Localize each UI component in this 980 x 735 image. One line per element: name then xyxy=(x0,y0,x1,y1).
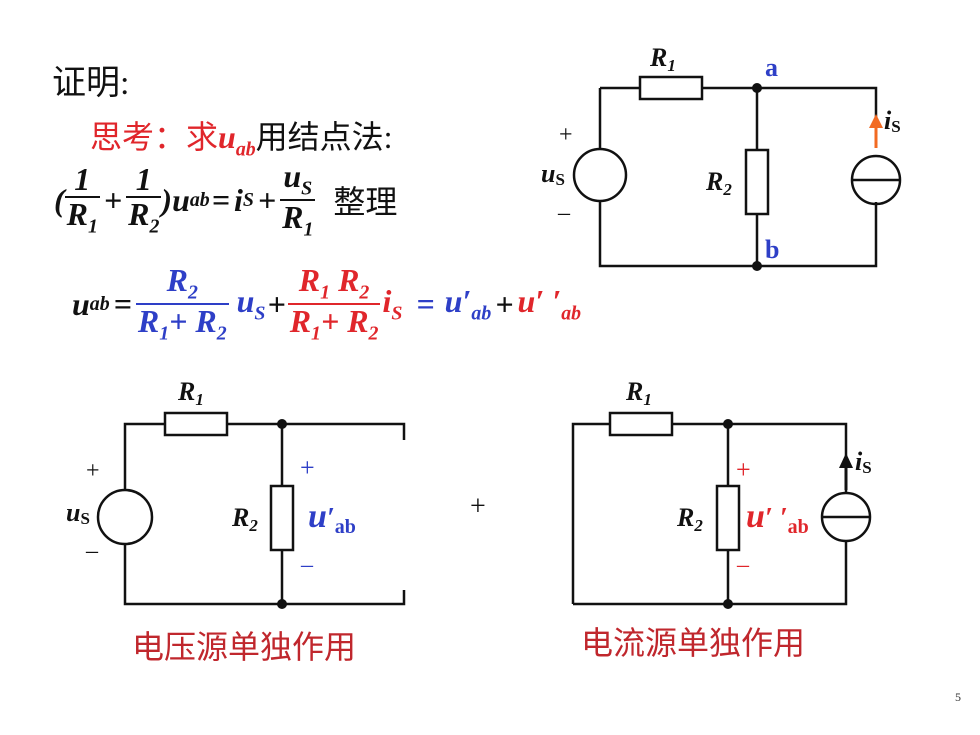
left-r2-resistor xyxy=(269,484,295,552)
eq1-plus: + xyxy=(103,181,123,218)
right-out-label: u′ ′ab xyxy=(746,498,809,538)
top-plus: + xyxy=(559,122,573,148)
top-voltage-source xyxy=(572,147,628,203)
top-r1-label: R1 xyxy=(649,43,676,75)
eq1-frac3-den: R1 xyxy=(282,199,314,241)
top-node-a-label: a xyxy=(765,53,778,82)
left-r1-label: R1 xyxy=(177,377,204,409)
left-voltage-source xyxy=(96,488,154,546)
proof-label-text: 证明: xyxy=(52,65,130,102)
right-out-plus: + xyxy=(736,455,751,484)
eq2-fracr-num: R1 R2 xyxy=(298,262,370,304)
circuit-top xyxy=(572,75,902,268)
eq2-fracb-num: R2 xyxy=(166,262,198,304)
top-us-label: uS xyxy=(541,159,565,189)
eq2-plus3: + xyxy=(495,285,514,322)
eq1-paren-close: ) xyxy=(161,181,173,218)
eq2-plus: + xyxy=(267,285,286,322)
right-r2-label: R2 xyxy=(676,503,703,535)
top-node-a xyxy=(752,83,762,93)
eq2-frac-blue: R2 R1+ R2 xyxy=(135,262,229,345)
eq2-equals2: = xyxy=(416,285,435,322)
eq2-u-dprime: u′ ′ab xyxy=(517,283,582,325)
eq1-paren-open: ( xyxy=(54,181,65,218)
right-out-minus: – xyxy=(736,552,750,578)
eq1-frac1-den: R1 xyxy=(66,196,98,238)
eq2-fracr-den: R1+ R2 xyxy=(289,303,379,345)
eq1-i-sub: S xyxy=(242,188,254,211)
eq2-u-prime: u′ab xyxy=(444,283,492,325)
left-out-plus: + xyxy=(300,453,315,482)
right-r2-resistor xyxy=(715,484,741,552)
right-is-label: iS xyxy=(855,447,872,477)
eq1-frac-3: uS R1 xyxy=(280,158,316,241)
left-node-bottom xyxy=(277,599,287,609)
eq1-equals: = xyxy=(211,181,230,218)
left-r2-label: R2 xyxy=(231,503,258,535)
eq1-frac1-num: 1 xyxy=(74,160,91,197)
right-r1-resistor xyxy=(608,411,674,437)
eq2-fracb-den: R1+ R2 xyxy=(137,303,227,345)
right-r1-label: R1 xyxy=(625,377,652,409)
left-r1-resistor xyxy=(163,411,229,437)
eq1-u: u xyxy=(172,181,190,218)
think-line: 思考：求uab用结点法: xyxy=(90,112,393,161)
left-out-minus: – xyxy=(300,552,314,578)
think-prefix: 思考：求 xyxy=(90,119,219,155)
left-out-label: u′ab xyxy=(308,498,356,538)
left-us-label: uS xyxy=(66,498,90,528)
eq2-lhs-sub: ab xyxy=(89,292,110,315)
top-r1-resistor xyxy=(638,75,704,101)
top-r2-resistor xyxy=(744,148,770,216)
top-node-b xyxy=(752,261,762,271)
top-is-label: iS xyxy=(884,106,901,136)
eq1-i: i xyxy=(233,181,243,218)
eq1-frac-2: 1 R2 xyxy=(126,160,162,238)
eq1-frac3-num: uS xyxy=(283,158,313,200)
left-plus: + xyxy=(86,458,100,484)
between-plus: + xyxy=(470,491,486,522)
proof-label: 证明: xyxy=(52,55,129,104)
think-suffix: 用结点法: xyxy=(255,119,393,155)
top-r2-label: R2 xyxy=(705,167,732,199)
top-minus: – xyxy=(557,200,571,226)
top-node-b-label: b xyxy=(765,235,779,264)
left-node-top xyxy=(277,419,287,429)
eq2-is: iS xyxy=(382,283,403,325)
eq1-frac2-den: R2 xyxy=(128,196,160,238)
circuit-left xyxy=(96,411,406,606)
caption-voltage-source: 电压源单独作用 xyxy=(132,629,357,665)
eq2-frac-red: R1 R2 R1+ R2 xyxy=(287,262,381,345)
eq1-u-sub: ab xyxy=(189,188,210,211)
eq1-plus2: + xyxy=(257,181,277,218)
right-node-top xyxy=(723,419,733,429)
circuit-right xyxy=(571,411,872,606)
eq2-lhs-u: u xyxy=(72,285,90,322)
eq1-frac-1: 1 R1 xyxy=(64,160,100,238)
eq1-tidy: 整理 xyxy=(333,184,398,221)
think-sub: ab xyxy=(235,138,256,161)
eq2-equals: = xyxy=(113,285,132,322)
page-number: 5 xyxy=(955,690,961,704)
left-minus: – xyxy=(85,538,99,564)
think-var: u xyxy=(218,119,236,155)
eq2-us: uS xyxy=(236,283,266,325)
caption-current-source: 电流源单独作用 xyxy=(581,625,806,661)
eq1-frac2-num: 1 xyxy=(135,160,152,197)
right-node-bottom xyxy=(723,599,733,609)
